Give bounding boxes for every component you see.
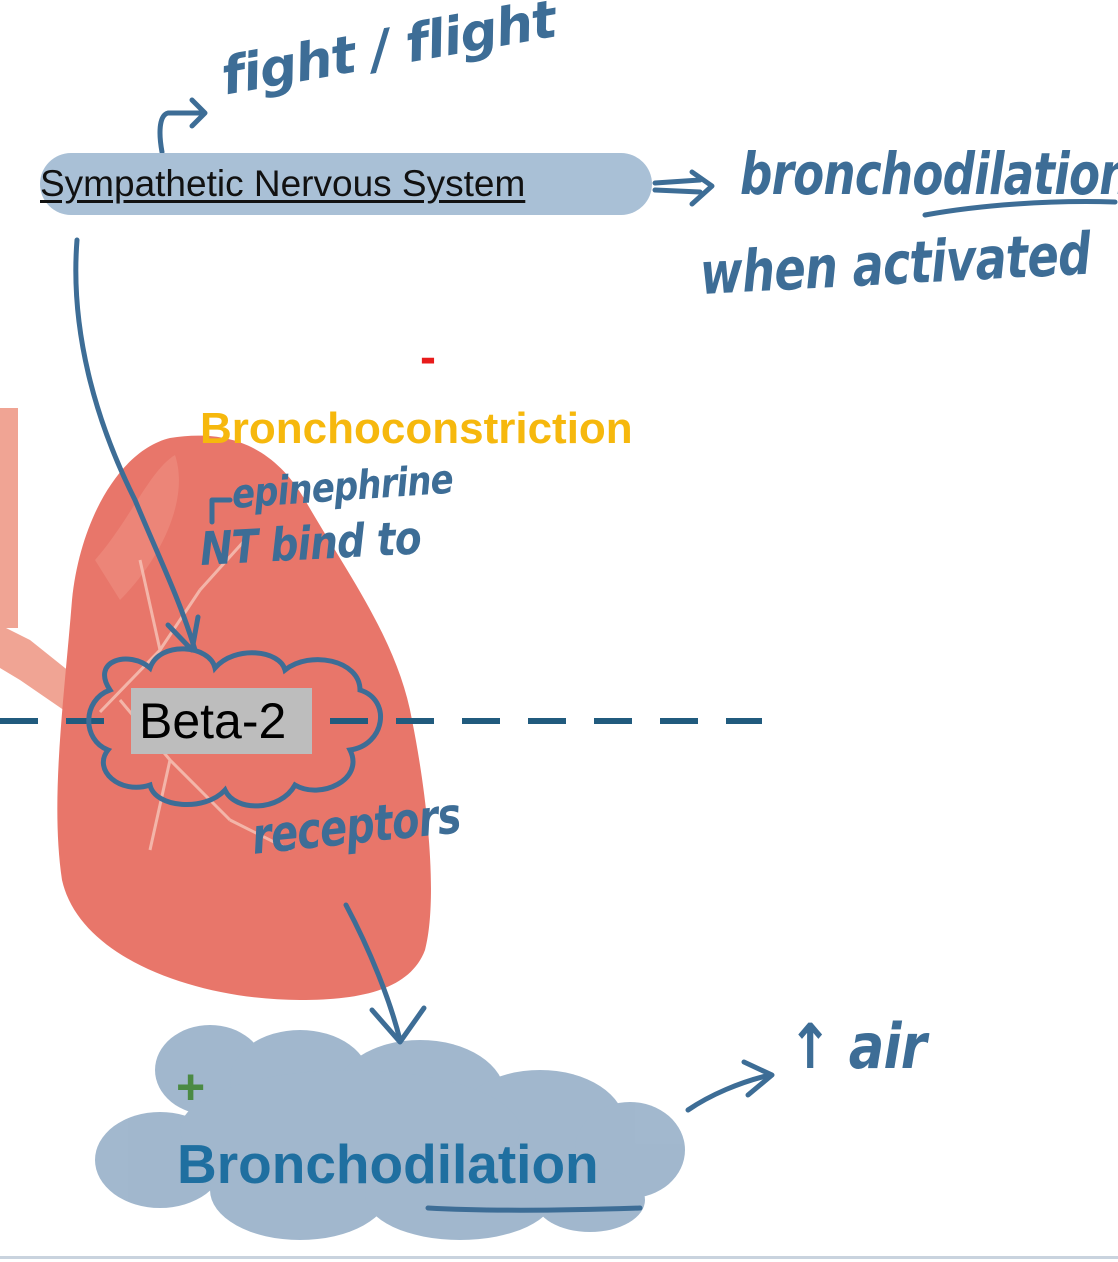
beta2-receptor-label: Beta-2 [131,688,312,754]
dilation-underline [425,1205,643,1213]
bronchodilation-arrow [652,169,715,207]
bronchodilation-underline [922,199,1118,218]
receptor-to-dilation-arrow [343,902,403,1043]
stimulate-sign: + [176,1059,206,1115]
bronchodilation-label: Bronchodilation [177,1133,599,1195]
inhibit-sign: - [420,331,436,384]
sns-to-receptor-arrowhead [165,614,201,653]
epinephrine-arrow [209,497,233,525]
sympathetic-pill [40,153,652,215]
sns-to-receptor-arrow [73,237,198,653]
handwritten-bronchodilation: bronchodilation [740,140,1118,208]
to-air-arrowhead [741,1059,775,1098]
to-air-arrow [685,1072,773,1113]
sympathetic-label: Sympathetic Nervous System [40,163,526,204]
handwritten-increase-air: ↑ air [788,1010,927,1083]
handwritten-nt-bind-to: NT bind to [198,510,423,576]
fight-flight-arrow [157,110,203,155]
page-bottom-border [0,1256,1118,1259]
bronchoconstriction-label: Bronchoconstriction [200,404,633,453]
bronchodilation-highlight [95,1025,685,1240]
receptor-to-dilation-arrowhead [369,1005,427,1045]
fight-flight-arrowhead [189,97,208,129]
